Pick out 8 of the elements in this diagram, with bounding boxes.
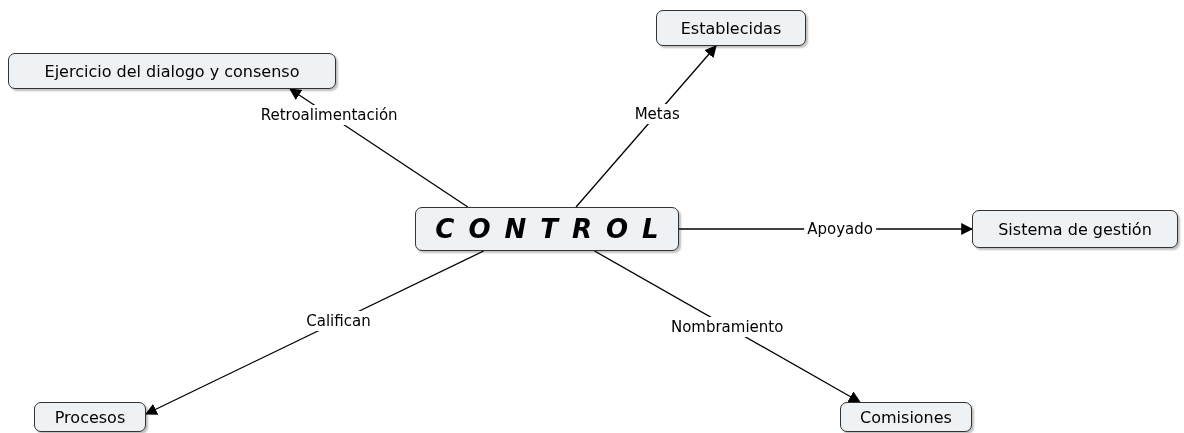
concept-box: Procesos — [34, 402, 146, 432]
concept-box: Ejercicio del dialogo y consenso — [8, 53, 336, 89]
arrow — [575, 45, 717, 208]
concept-box: Establecidas — [656, 10, 806, 46]
edge-label: Apoyado — [804, 219, 876, 239]
central-concept-box: CONTROL — [415, 207, 679, 251]
concept-box: Comisiones — [840, 402, 972, 432]
concept-box: Sistema de gestión — [972, 210, 1178, 248]
